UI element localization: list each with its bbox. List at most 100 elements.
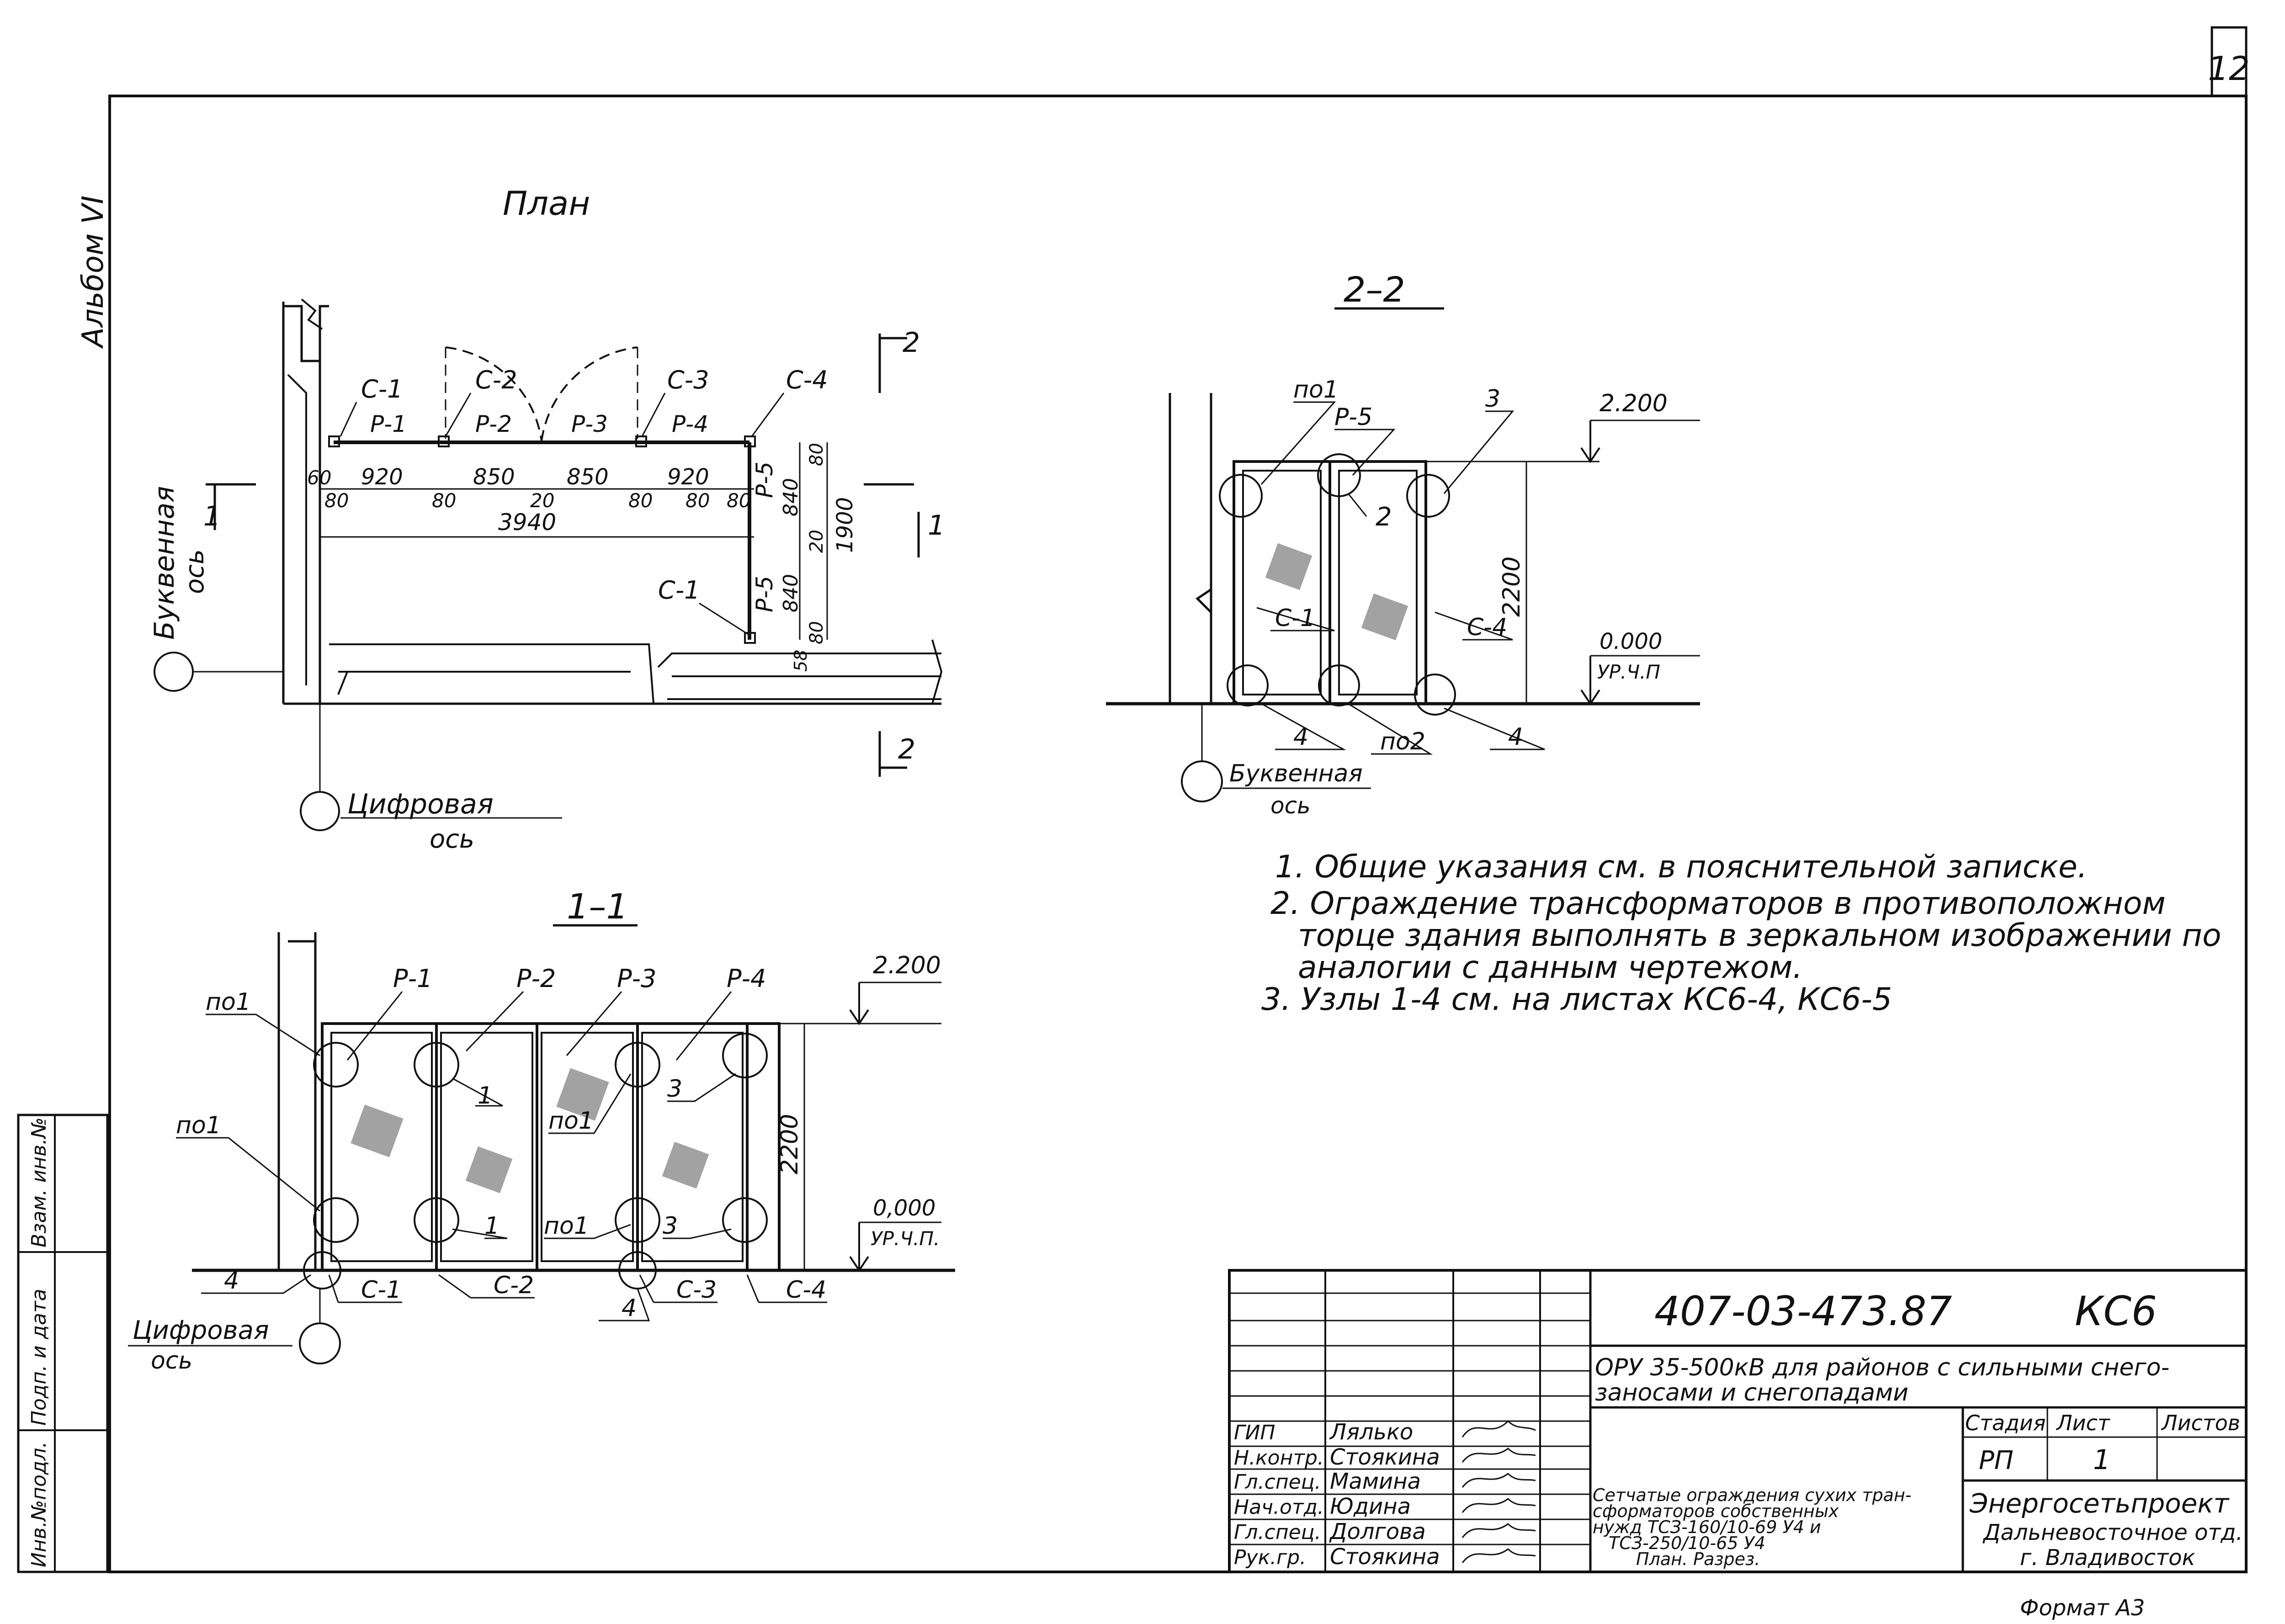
plan-panel-p5b: Р-5 — [751, 576, 778, 612]
plan-label-c2: С-2 — [475, 366, 517, 394]
section-11-title: 1–1 — [567, 886, 628, 927]
s11-level-zero: 0,000 — [873, 1195, 935, 1221]
s22-letter-axis-label: Буквенная — [1229, 760, 1363, 787]
s11-panel-p2: Р-2 — [516, 964, 556, 993]
s22-callout-3: 3 — [1485, 385, 1500, 413]
plan-panel-p1: Р-1 — [370, 411, 407, 437]
plan-dim-v80b: 80 — [806, 621, 827, 644]
title-block: 407-03-473.87 КС6 ОРУ 35-500кВ для район… — [1228, 1269, 2248, 1573]
stamp-role-3: Гл.спец. — [1234, 1470, 1321, 1494]
s11-level-zero-label: УР.Ч.П. — [871, 1227, 940, 1250]
s11-post-c2: С-2 — [494, 1272, 534, 1299]
s11-post-c3: С-3 — [676, 1276, 717, 1304]
s22-height: 2200 — [1498, 557, 1525, 617]
plan-cut-1-left: 1 — [203, 500, 221, 532]
s11-callout-3a: 3 — [667, 1075, 682, 1103]
plan-dim-1900: 1900 — [832, 497, 858, 553]
plan-wall — [282, 298, 943, 705]
plan-label-c1: С-1 — [361, 375, 403, 403]
s22-level-zero-label: УР.Ч.П — [1597, 661, 1660, 683]
s11-callout-po1a: по1 — [206, 988, 251, 1016]
section-22-labels: по1 Р-5 2 3 С-1 С-4 4 по2 4 2.200 2200 0… — [1181, 376, 1700, 819]
plan-panel-p3: Р-3 — [571, 411, 608, 437]
stamp-org-2: Дальневосточное отд. — [1982, 1520, 2243, 1545]
plan-letter-axis-label: Буквенная — [149, 486, 181, 640]
s11-callout-po1c: по1 — [548, 1107, 594, 1135]
section-11-nodes — [303, 1033, 768, 1290]
stamp-title-1: Сетчатые ограждения сухих тран- — [1593, 1485, 1912, 1505]
section-11-mesh — [351, 1068, 709, 1194]
s22-callout-po2: по2 — [1380, 728, 1425, 755]
plan-dim-80d: 80 — [686, 489, 710, 512]
stamp-hdr-stage: Стадия — [1965, 1411, 2046, 1435]
side-stamp: Инв.№подл. Подп. и дата Взам. инв.№ — [17, 1114, 109, 1573]
plan-digit-axis-label: Цифровая — [347, 788, 494, 820]
plan-digit-axis-label2: ось — [430, 824, 474, 854]
plan-post-c2 — [438, 435, 450, 447]
plan-dim-overall: 3940 — [498, 509, 556, 536]
plan-dim-920a: 920 — [361, 464, 403, 490]
section-11-labels: Р-1 Р-2 Р-3 Р-4 по1 по1 по1 по1 1 1 3 3 … — [128, 952, 941, 1375]
plan-post-c1b — [744, 632, 756, 644]
plan-axes: Буквенная ось Цифровая ось — [149, 486, 562, 854]
side-stamp-replace: Взам. инв.№ — [27, 1117, 51, 1247]
section-1-1: 1–1 — [128, 886, 955, 1375]
s22-letter-axis-label2: ось — [1270, 792, 1311, 819]
plan-dim-840a: 840 — [779, 478, 802, 516]
side-stamp-sign: Подп. и дата — [27, 1289, 51, 1426]
stamp-hdr-sheets: Листов — [2161, 1411, 2240, 1435]
stamp-title-2: сформаторов собственных — [1593, 1501, 1839, 1521]
stamp-role-4: Нач.отд. — [1234, 1496, 1324, 1519]
stamp-title-3: нужд ТСЗ-160/10-69 У4 и — [1593, 1517, 1821, 1537]
section-22-mesh — [1265, 543, 1408, 641]
note-2-cont1: торце здания выполнять в зеркальном изоб… — [1298, 918, 2221, 954]
side-stamp-inv: Инв.№подл. — [27, 1441, 51, 1567]
stamp-stage: РП — [1979, 1446, 2014, 1475]
plan-letter-axis-bubble — [154, 652, 194, 692]
plan-panel-p2: Р-2 — [475, 411, 512, 437]
stamp-name-1: Лялько — [1329, 1419, 1413, 1445]
s22-callout-4a: 4 — [1293, 723, 1308, 751]
s22-callout-c1: С-1 — [1275, 605, 1315, 632]
s22-letter-axis-bubble — [1181, 760, 1223, 802]
plan-dim-v20: 20 — [806, 530, 827, 553]
plan-post-labels: С-1 С-2 С-3 С-4 С-1 — [340, 366, 828, 636]
s11-post-c4: С-4 — [786, 1276, 826, 1304]
plan-fence — [328, 346, 756, 644]
s11-digit-axis-label: Цифровая — [133, 1316, 269, 1345]
stamp-title-5: План. Разрез. — [1636, 1549, 1760, 1569]
s11-panel-p3: Р-3 — [617, 964, 656, 993]
plan-label-c3: С-3 — [667, 366, 709, 394]
plan-dim-v58: 58 — [791, 650, 811, 672]
s11-callout-po1d: по1 — [544, 1212, 589, 1240]
stamp-name-6: Стоякина — [1330, 1544, 1440, 1570]
section-22-nodes — [1219, 453, 1456, 716]
plan-dim-80a: 80 — [324, 489, 349, 512]
plan-label-c1b: С-1 — [658, 576, 700, 605]
stamp-role-6: Рук.гр. — [1234, 1546, 1306, 1569]
note-3: 3. Узлы 1-4 см. на листах КС6-4, КС6-5 — [1261, 982, 1892, 1018]
stamp-hdr-sheet: Лист — [2056, 1411, 2110, 1435]
s22-level-zero: 0.000 — [1600, 629, 1662, 654]
plan-post-c3 — [635, 435, 647, 447]
stamp-title-4: ТСЗ-250/10-65 У4 — [1609, 1533, 1765, 1553]
plan-panel-p5a: Р-5 — [751, 462, 778, 498]
plan-dim-80e: 80 — [727, 489, 751, 512]
plan-dim-60: 60 — [307, 467, 331, 489]
s11-digit-axis-label2: ось — [151, 1347, 192, 1375]
plan-label-c4: С-4 — [786, 366, 828, 394]
plan-digit-axis-bubble — [300, 791, 340, 831]
plan-panel-labels: Р-1 Р-2 Р-3 Р-4 Р-5 Р-5 — [370, 411, 778, 612]
s11-post-c1: С-1 — [361, 1276, 401, 1304]
stamp-name-3: Мамина — [1330, 1469, 1421, 1494]
stamp-project-2: заносами и снегопадами — [1595, 1379, 1908, 1406]
plan-cut-1-right: 1 — [928, 509, 945, 541]
stamp-name-5: Долгова — [1329, 1519, 1426, 1544]
sheet-frame: 12 Альбом VI Формат А3 — [76, 26, 2250, 1621]
album-label: Альбом VI — [76, 196, 110, 349]
s11-panel-p4: Р-4 — [727, 964, 766, 993]
page-number: 12 — [2208, 49, 2250, 88]
note-2-cont2: аналогии с данным чертежом. — [1298, 950, 1802, 986]
s22-callout-p5: Р-5 — [1334, 403, 1372, 431]
